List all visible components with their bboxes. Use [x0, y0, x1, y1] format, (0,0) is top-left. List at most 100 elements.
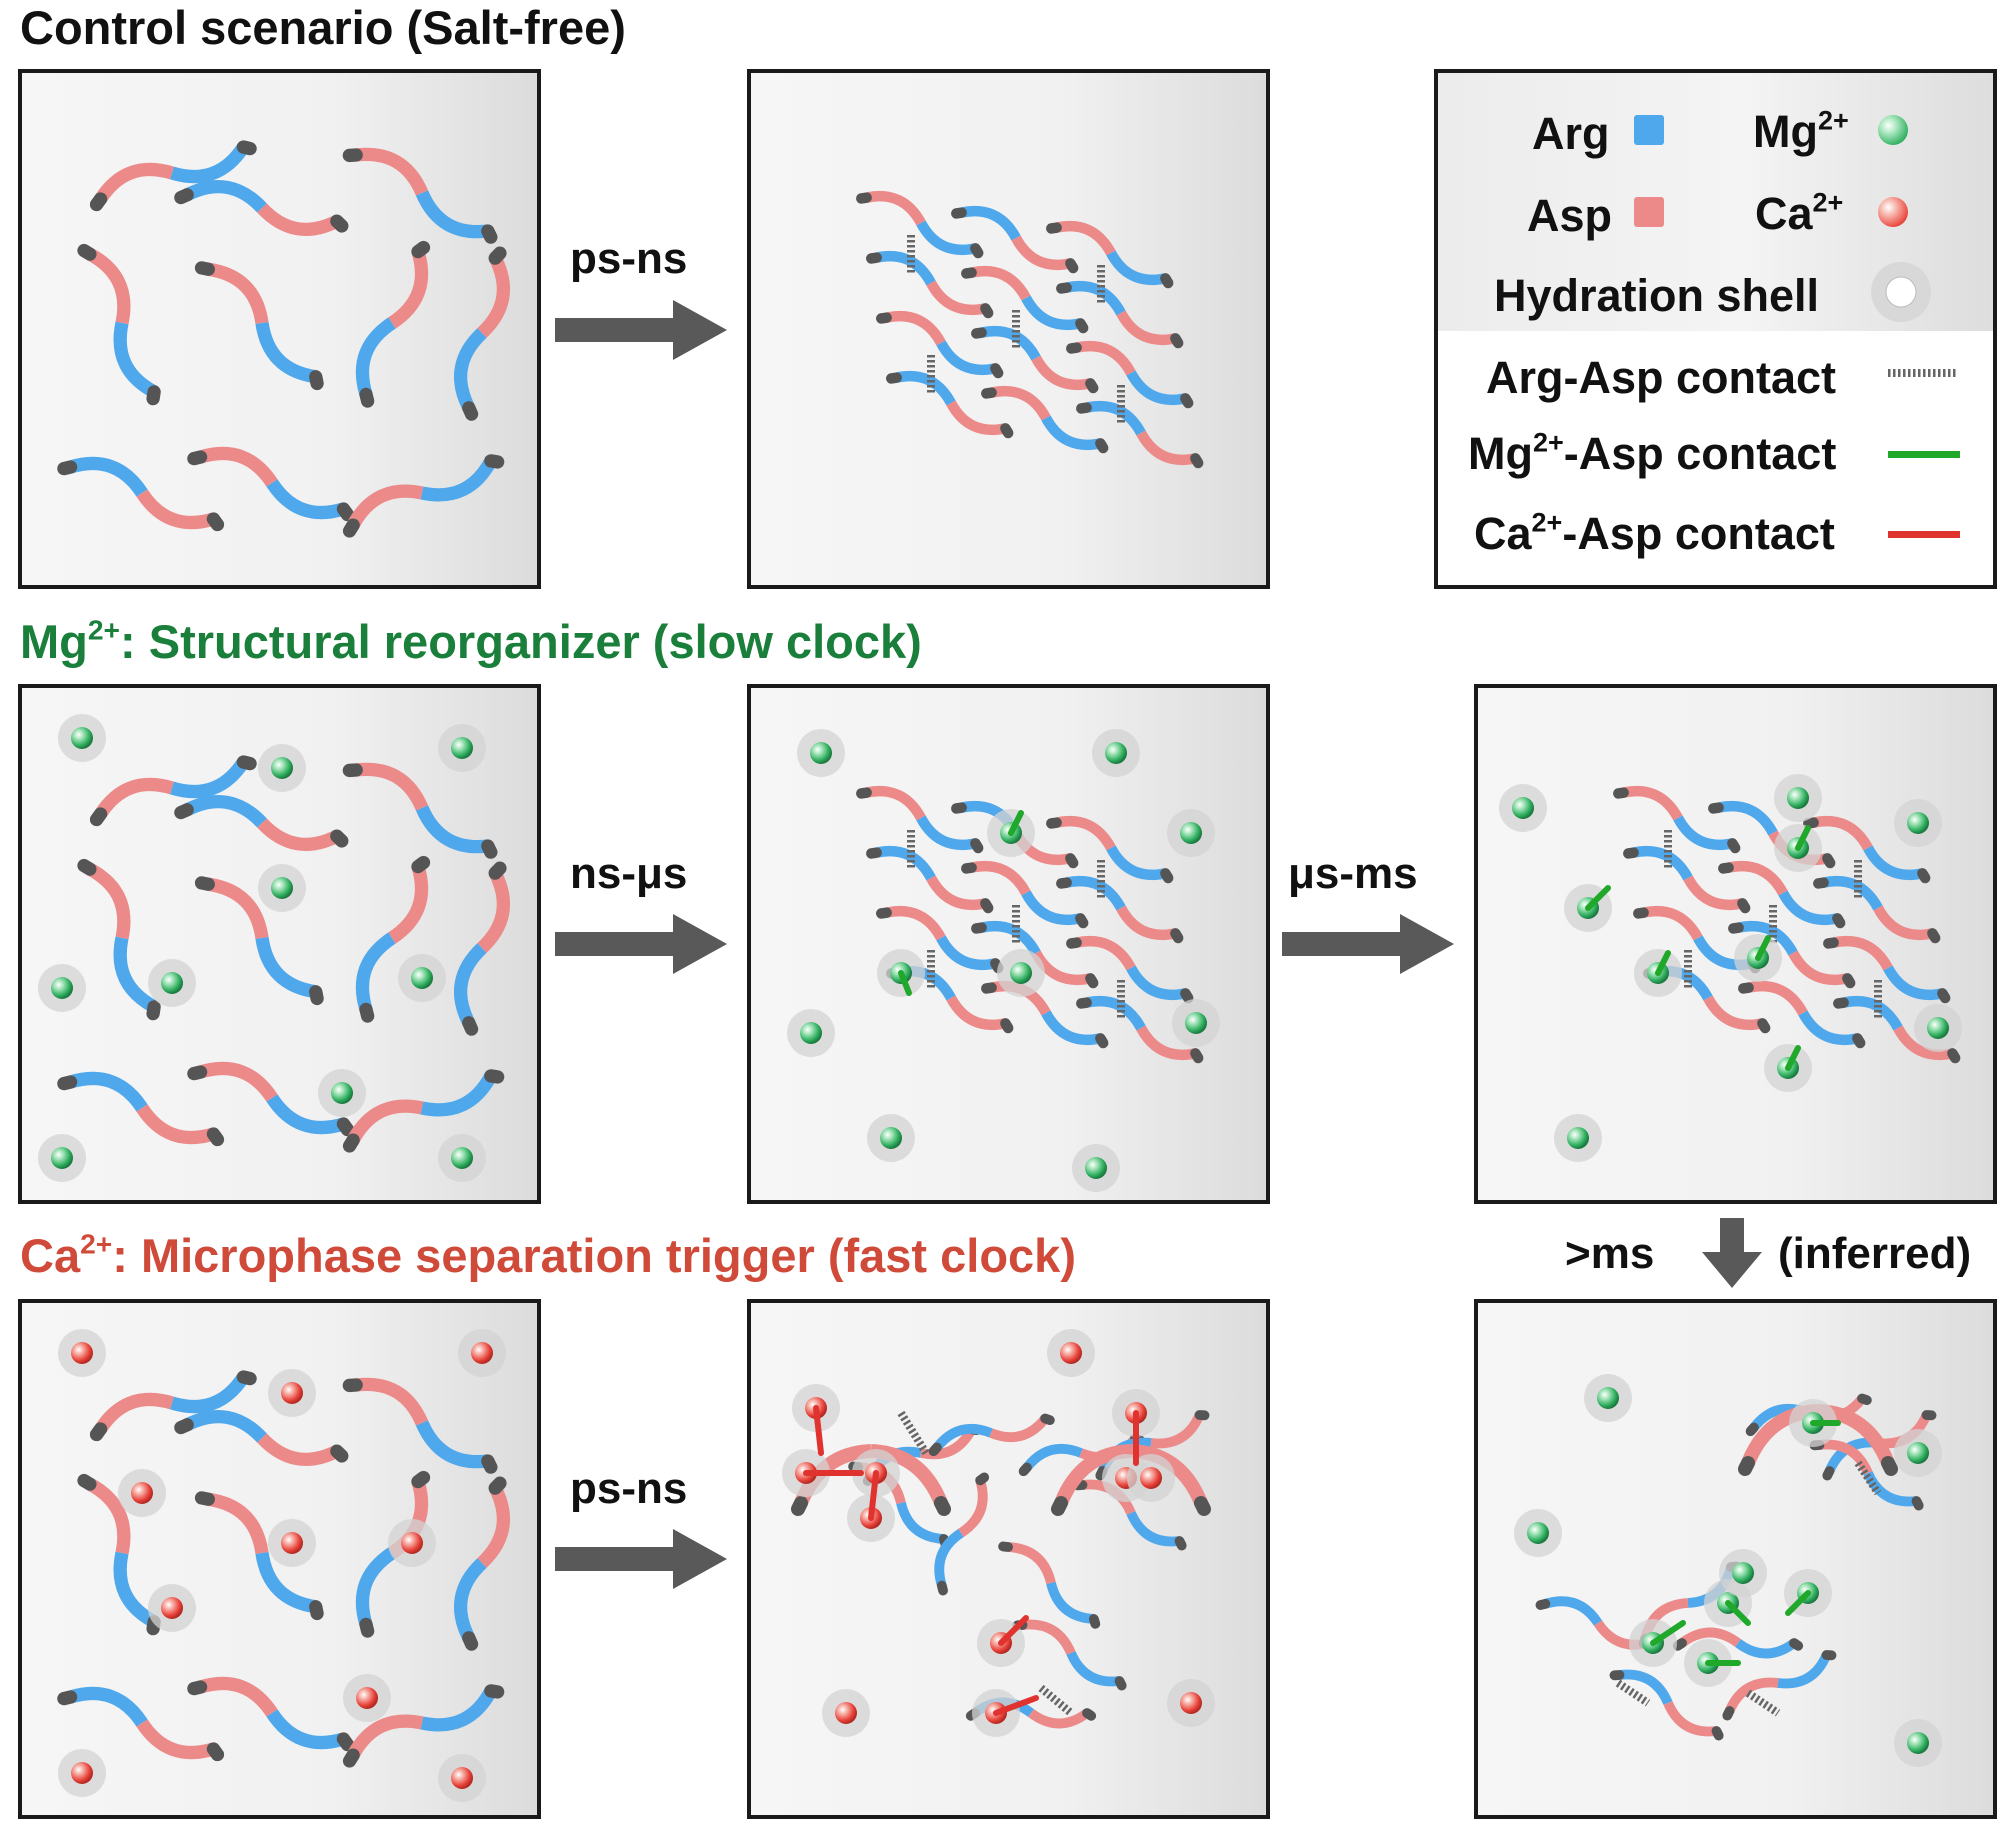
- ca-ion: [388, 1519, 436, 1567]
- peptide-chain: [194, 876, 324, 1006]
- peptide-chain: [453, 246, 511, 421]
- legend-asp-swatch: [1634, 197, 1664, 227]
- ca-asp-contact: [998, 1615, 1029, 1646]
- peptide-chain: [934, 1472, 990, 1596]
- ca-title-ion: Ca: [20, 1229, 81, 1282]
- legend-arg-label: Arg: [1532, 108, 1610, 159]
- mg-title-rest: : Structural reorganizer (slow clock): [120, 615, 922, 668]
- ca-ion: [268, 1519, 316, 1567]
- peptide-chain: [1046, 220, 1174, 289]
- legend-asp-label: Asp: [1527, 190, 1613, 241]
- legend-mg-asp-charge: 2+: [1532, 427, 1564, 458]
- legend-arg-asp-line: [1888, 369, 1958, 377]
- legend-ca-charge: 2+: [1812, 187, 1844, 218]
- panel-control-final: [747, 69, 1270, 589]
- peptide-chain: [342, 1377, 498, 1474]
- peptide-chain: [187, 1676, 355, 1752]
- mg-ion: [438, 724, 486, 772]
- ca-ion: [438, 1754, 486, 1802]
- legend-ca-asp-ion: Ca: [1474, 508, 1532, 559]
- mg-ion: [867, 1114, 915, 1162]
- mg-asp-contact: [1755, 935, 1771, 961]
- mg-ion: [38, 1134, 86, 1182]
- ca-ion: [148, 1584, 196, 1632]
- panel-ca-initial: [18, 1299, 541, 1819]
- mg-ion: [398, 954, 446, 1002]
- mg-ion: [438, 1134, 486, 1182]
- peptide-chain: [57, 1686, 225, 1762]
- peptide-chain: [981, 385, 1109, 454]
- legend-mg-ion: Mg: [1753, 106, 1818, 157]
- mg-ion: [1894, 1429, 1942, 1477]
- mg-asp-contact: [898, 970, 912, 996]
- ca-title: Ca2+: Microphase separation trigger (fas…: [20, 1229, 1076, 1282]
- mg-ion: [318, 1069, 366, 1117]
- mg-ion: [1072, 1144, 1120, 1192]
- ca-ion: [1167, 1679, 1215, 1727]
- peptide-chain: [453, 861, 511, 1036]
- mg-ion: [38, 964, 86, 1012]
- panel-ca-final: [747, 1299, 1270, 1819]
- panel-control-initial: [18, 69, 541, 589]
- ca-title-rest: : Microphase separation trigger (fast cl…: [112, 1229, 1076, 1282]
- peptide-chain: [928, 1413, 1055, 1457]
- peptide-chain: [961, 265, 1089, 334]
- mg-asp-contact: [1785, 1590, 1811, 1616]
- mg-asp-contact: [1795, 825, 1811, 851]
- legend-arg-swatch: [1634, 115, 1664, 145]
- ca-ion: [822, 1689, 870, 1737]
- peptide-chain: [856, 190, 984, 259]
- arrow-right-mg-1: [555, 914, 727, 974]
- peptide-chain: [1046, 815, 1174, 884]
- ca-ion: [458, 1329, 506, 1377]
- legend-ca-asp-label: Ca2+-Asp contact: [1474, 508, 1835, 559]
- ca-asp-contact: [813, 1405, 824, 1456]
- peptide-chain: [89, 755, 257, 827]
- mg-asp-contact: [1008, 810, 1024, 836]
- ca-ion: [343, 1674, 391, 1722]
- mg-ion: [1914, 1004, 1962, 1052]
- panel-control-initial-drawing: [57, 140, 511, 538]
- legend-mg-ion-symbol: [1878, 115, 1908, 145]
- peptide-chain: [961, 860, 1089, 929]
- peptide-chain: [174, 179, 349, 237]
- panel-mg-initial-drawing: [38, 714, 511, 1182]
- arrow-right-ca: [555, 1529, 727, 1589]
- peptide-chain: [856, 785, 984, 854]
- legend-hydration-symbol: [1871, 262, 1931, 322]
- mg-ion: [1584, 1374, 1632, 1422]
- legend-ca-ion-symbol: [1878, 197, 1908, 227]
- peptide-chain: [1738, 980, 1866, 1049]
- peptide-chain: [89, 1370, 257, 1442]
- peptide-chain: [1722, 1650, 1837, 1721]
- peptide-chain: [1823, 935, 1951, 1004]
- peptide-chain: [342, 762, 498, 859]
- peptide-chain: [77, 243, 161, 406]
- peptide-chain: [453, 1476, 511, 1651]
- peptide-chain: [57, 1071, 225, 1147]
- arrow-label-down-right: (inferred): [1778, 1229, 1972, 1278]
- arrow-label-mg-2: μs-ms: [1288, 849, 1418, 898]
- mg-asp-contact: [1785, 1045, 1801, 1071]
- panel-inferred-final-drawing: [1514, 1374, 1942, 1767]
- arg-asp-contact: [1615, 1679, 1651, 1707]
- arrow-right-control: [555, 300, 727, 360]
- peptide-chain: [174, 794, 349, 852]
- mg-ion: [1774, 774, 1822, 822]
- arrow-label-mg-1: ns-μs: [570, 849, 688, 898]
- peptide-chain: [1609, 1669, 1724, 1741]
- legend-mg-asp-rest: -Asp contact: [1563, 428, 1837, 479]
- panel-mg-final: [1474, 684, 1997, 1204]
- peptide-chain: [77, 858, 161, 1021]
- peptide-chain: [876, 310, 1004, 379]
- legend-ca-asp-line: [1888, 531, 1960, 538]
- panel-ca-final-drawing: [782, 1329, 1215, 1737]
- legend-ca-asp-charge: 2+: [1531, 507, 1563, 538]
- mg-ion: [1719, 1549, 1767, 1597]
- ca-ion: [1047, 1329, 1095, 1377]
- panel-mg-initial: [18, 684, 541, 1204]
- peptide-chain: [1066, 340, 1194, 409]
- peptide-chain: [342, 454, 505, 538]
- peptide-chain: [1066, 935, 1194, 1004]
- arrow-down: [1702, 1218, 1762, 1288]
